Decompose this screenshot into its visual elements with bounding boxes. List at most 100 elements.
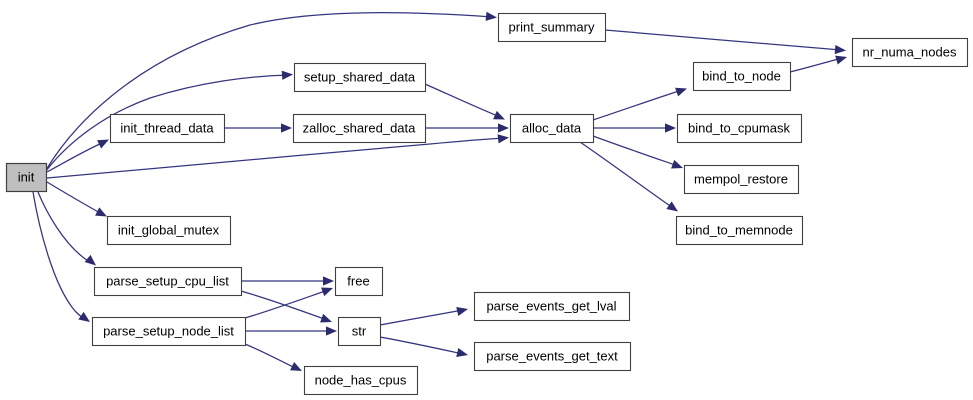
node-box[interactable] (292, 113, 427, 144)
node-init_global_mutex[interactable]: init_global_mutex (106, 215, 232, 246)
arrowhead-icon (290, 362, 302, 371)
node-box[interactable] (293, 62, 427, 93)
arrowhead-icon (497, 134, 509, 144)
arrowhead-icon (281, 70, 293, 80)
node-init[interactable]: init (5, 162, 48, 193)
node-box[interactable] (692, 61, 792, 92)
node-bind_to_cpumask[interactable]: bind_to_cpumask (676, 113, 803, 144)
arrowhead-icon (97, 139, 109, 149)
edge-line (379, 336, 464, 355)
node-box[interactable] (473, 291, 631, 322)
node-parse_setup_cpu_list[interactable]: parse_setup_cpu_list (93, 266, 243, 297)
node-box[interactable] (106, 215, 232, 246)
edge-line (46, 181, 103, 215)
node-box[interactable] (109, 113, 226, 144)
arrowhead-icon (320, 313, 332, 323)
node-box[interactable] (303, 365, 419, 396)
edge-line (37, 191, 93, 264)
arrowhead-icon (95, 207, 107, 217)
edge-init-to-init_global_mutex (46, 181, 107, 217)
node-alloc_data[interactable]: alloc_data (509, 113, 595, 144)
node-box[interactable] (91, 316, 247, 347)
edge-line (240, 290, 328, 321)
edge-alloc_data-to-bind_to_cpumask (593, 123, 676, 133)
arrowhead-icon (485, 11, 497, 21)
edge-line (46, 137, 505, 179)
edge-parse_setup_node_list-to-node_has_cpus (244, 343, 302, 371)
edge-line (244, 289, 329, 319)
arrowhead-icon (671, 159, 683, 169)
arrowhead-icon (78, 311, 90, 322)
node-box[interactable] (675, 215, 804, 246)
edge-str-to-parse_events_get_text (379, 336, 468, 358)
node-box[interactable] (509, 113, 595, 144)
edge-init-to-parse_setup_node_list (32, 191, 90, 322)
edge-str-to-parse_events_get_lval (379, 306, 468, 326)
edge-alloc_data-to-bind_to_node (592, 87, 687, 121)
edge-line (424, 83, 501, 118)
edge-alloc_data-to-bind_to_memnode (579, 141, 678, 212)
arrowhead-icon (498, 123, 509, 133)
node-init_thread_data[interactable]: init_thread_data (109, 113, 226, 144)
edge-init-to-parse_setup_cpu_list (37, 191, 96, 266)
node-parse_events_get_text[interactable]: parse_events_get_text (473, 341, 632, 372)
node-box[interactable] (337, 316, 382, 347)
nodes-layer: init print_summary nr_numa_nodes setup_shar… (5, 12, 969, 396)
node-nr_numa_nodes[interactable]: nr_numa_nodes (851, 37, 969, 68)
arrowhead-icon (456, 348, 468, 358)
edge-init-to-setup_shared_data (45, 70, 293, 172)
arrowhead-icon (281, 123, 292, 133)
edge-line (592, 89, 683, 121)
edge-init-to-print_summary (45, 11, 497, 171)
edge-line (32, 191, 87, 321)
edge-line (604, 29, 842, 51)
node-free[interactable]: free (334, 266, 384, 297)
node-bind_to_memnode[interactable]: bind_to_memnode (675, 215, 804, 246)
arrowhead-icon (665, 123, 676, 133)
edge-line (592, 135, 679, 167)
edge-parse_setup_node_list-to-free (244, 287, 333, 319)
arrowhead-icon (675, 87, 687, 97)
edge-parse_setup_node_list-to-str (245, 326, 337, 336)
node-parse_setup_node_list[interactable]: parse_setup_node_list (91, 316, 247, 347)
arrowhead-icon (835, 55, 847, 65)
edge-setup_shared_data-to-alloc_data (424, 83, 505, 120)
edge-line (379, 309, 464, 326)
edge-parse_setup_cpu_list-to-free (241, 276, 334, 286)
node-box[interactable] (334, 266, 384, 297)
edge-line (46, 141, 105, 173)
edge-line (789, 57, 843, 73)
node-str[interactable]: str (337, 316, 382, 347)
arrowhead-icon (493, 110, 505, 120)
node-bind_to_node[interactable]: bind_to_node (692, 61, 792, 92)
arrowhead-icon (84, 254, 96, 266)
node-box[interactable] (93, 266, 243, 297)
node-box[interactable] (497, 12, 607, 43)
edge-parse_setup_cpu_list-to-str (240, 290, 332, 323)
node-zalloc_shared_data[interactable]: zalloc_shared_data (292, 113, 427, 144)
edge-init_thread_data-to-zalloc_shared_data (224, 123, 292, 133)
edge-line (45, 12, 493, 171)
edge-alloc_data-to-mempol_restore (592, 135, 683, 169)
node-box[interactable] (473, 341, 632, 372)
node-box[interactable] (683, 164, 800, 195)
arrowhead-icon (666, 201, 678, 212)
edge-init-to-init_thread_data (46, 139, 109, 173)
node-setup_shared_data[interactable]: setup_shared_data (293, 62, 427, 93)
node-box[interactable] (851, 37, 969, 68)
node-print_summary[interactable]: print_summary (497, 12, 607, 43)
node-mempol_restore[interactable]: mempol_restore (683, 164, 800, 195)
edge-line (579, 141, 674, 209)
edges-layer (32, 11, 847, 371)
arrowhead-icon (323, 276, 334, 286)
edge-line (45, 74, 289, 172)
node-box[interactable] (5, 162, 48, 193)
node-box[interactable] (676, 113, 803, 144)
edge-zalloc_shared_data-to-alloc_data (425, 123, 509, 133)
arrowhead-icon (834, 44, 846, 55)
arrowhead-icon (321, 287, 333, 297)
node-node_has_cpus[interactable]: node_has_cpus (303, 365, 419, 396)
edge-print_summary-to-nr_numa_nodes (604, 29, 846, 55)
node-parse_events_get_lval[interactable]: parse_events_get_lval (473, 291, 631, 322)
